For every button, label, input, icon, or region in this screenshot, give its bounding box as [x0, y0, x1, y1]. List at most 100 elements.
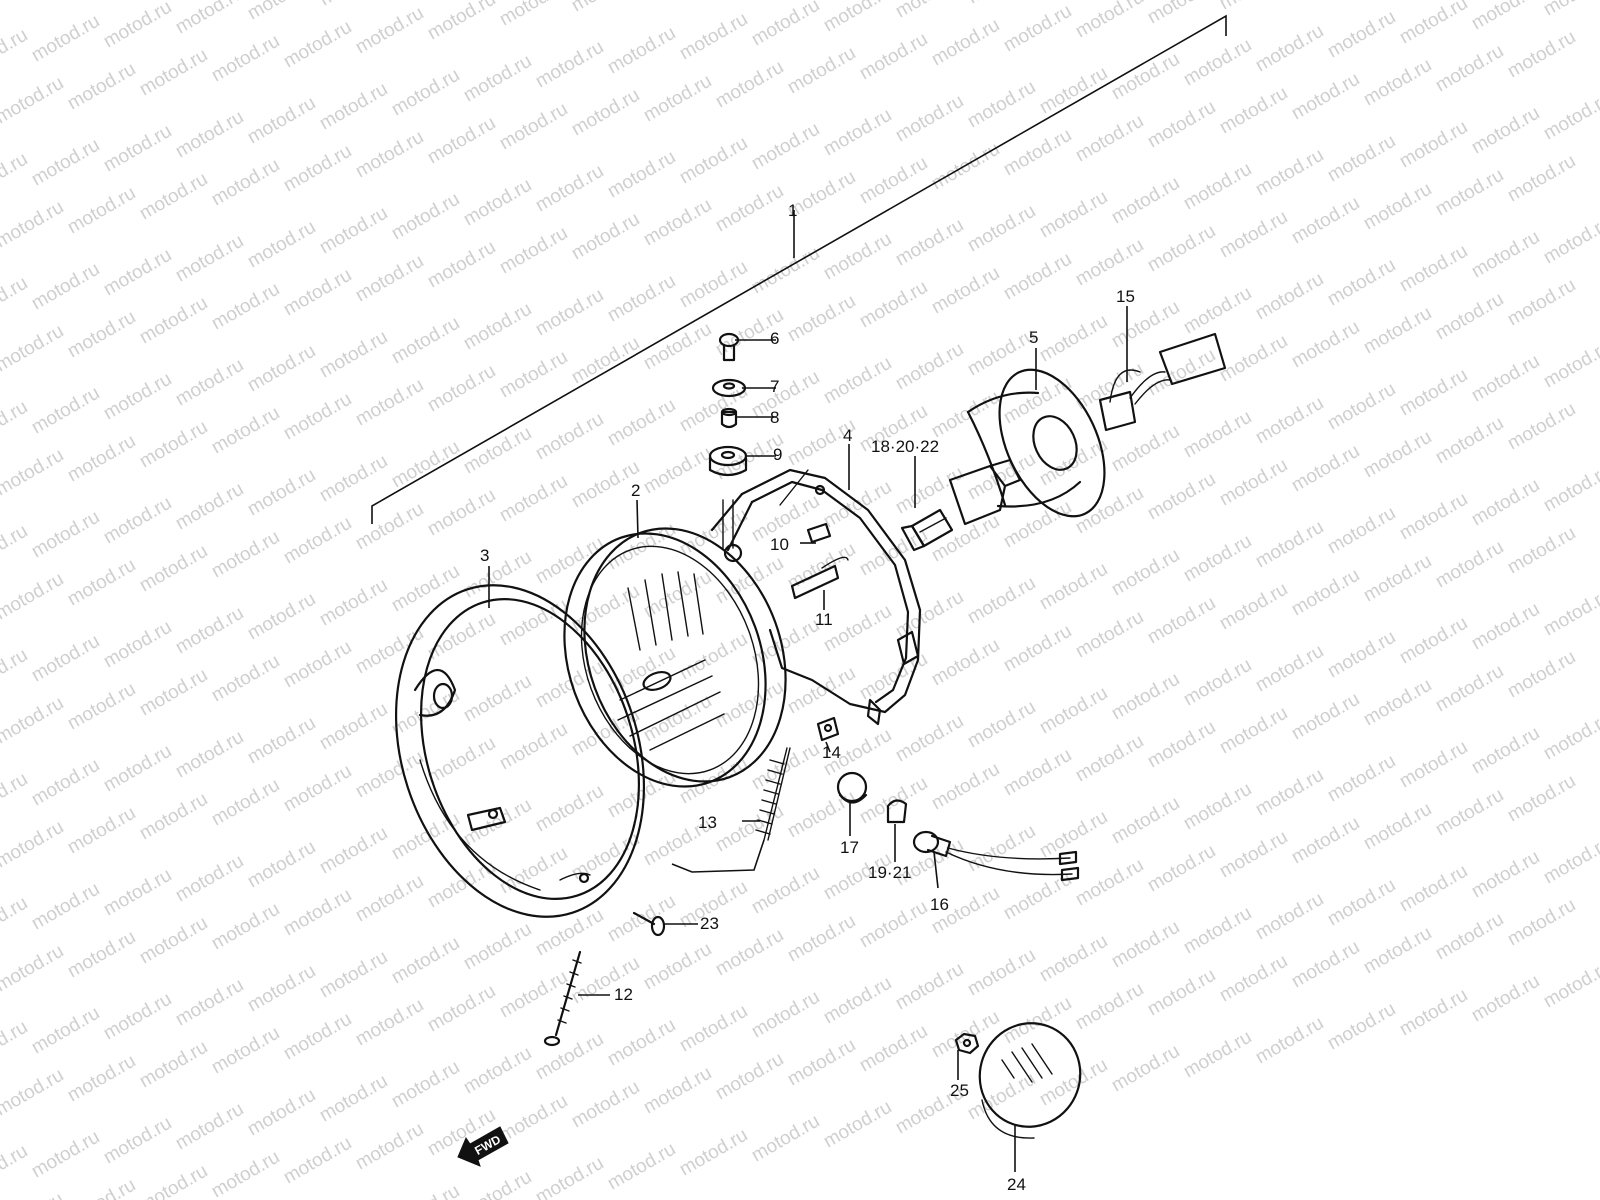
watermark-text: motod.ru	[496, 99, 571, 155]
adjuster-spring	[755, 747, 791, 841]
watermark-text: motod.ru	[28, 507, 103, 563]
watermark-text: motod.ru	[568, 209, 643, 265]
watermark-text: motod.ru	[820, 477, 895, 533]
watermark-text: motod.ru	[460, 1043, 535, 1099]
watermark-text: motod.ru	[244, 465, 319, 521]
watermark-text: motod.ru	[1432, 537, 1507, 593]
watermark-text: motod.ru	[712, 925, 787, 981]
watermark-text: motod.ru	[1252, 765, 1327, 821]
watermark-text: motod.ru	[244, 961, 319, 1017]
watermark-text: motod.ru	[1108, 545, 1183, 601]
watermark-text: motod.ru	[820, 105, 895, 161]
watermark-text: motod.ru	[604, 271, 679, 327]
watermark-text: motod.ru	[280, 265, 355, 321]
watermark-text: motod.ru	[1072, 111, 1147, 167]
watermark-text: motod.ru	[964, 201, 1039, 257]
watermark-text: motod.ru	[1360, 923, 1435, 979]
watermark-text: motod.ru	[0, 817, 67, 873]
headlamp-rim	[394, 584, 646, 918]
watermark-text: motod.ru	[424, 981, 499, 1037]
adjusting-screw	[543, 950, 582, 1047]
watermark-text: motod.ru	[136, 1037, 211, 1093]
watermark-text: motod.ru	[1468, 0, 1543, 34]
watermark-text: motod.ru	[1540, 337, 1600, 393]
watermark-text: motod.ru	[460, 423, 535, 479]
watermark-text: motod.ru	[316, 699, 391, 755]
watermark-text: motod.ru	[928, 635, 1003, 691]
watermark-text: motod.ru	[1036, 931, 1111, 987]
watermark-text: motod.ru	[28, 755, 103, 811]
watermark-text: motod.ru	[532, 781, 607, 837]
watermark-text: motod.ru	[640, 0, 715, 2]
watermark-text: motod.ru	[640, 443, 715, 499]
watermark-text: motod.ru	[604, 147, 679, 203]
watermark-text: motod.ru	[1180, 159, 1255, 215]
watermark-text: motod.ru	[424, 237, 499, 293]
watermark-text: motod.ru	[1252, 21, 1327, 77]
callout-5: 5	[1029, 328, 1038, 347]
watermark-text: motod.ru	[640, 939, 715, 995]
watermark-text: motod.ru	[748, 1111, 823, 1167]
watermark-text: motod.ru	[1216, 827, 1291, 883]
watermark-text: motod.ru	[0, 1065, 67, 1121]
watermark-text: motod.ru	[1180, 283, 1255, 339]
hex-nut	[954, 1032, 980, 1055]
watermark-text: motod.ru	[244, 217, 319, 273]
watermark-text: motod.ru	[352, 251, 427, 307]
watermark-text: motod.ru	[1504, 399, 1579, 455]
watermark-text: motod.ru	[28, 259, 103, 315]
watermark-text: motod.ru	[856, 153, 931, 209]
watermark-text: motod.ru	[460, 795, 535, 851]
watermark-text: motod.ru	[64, 431, 139, 487]
watermark-text: motod.ru	[820, 1097, 895, 1153]
watermark-text: motod.ru	[1540, 709, 1600, 765]
watermark-text: motod.ru	[1036, 311, 1111, 367]
watermark-text: motod.ru	[1432, 909, 1507, 965]
watermark-text: motod.ru	[892, 0, 967, 22]
watermark-text: motod.ru	[1324, 7, 1399, 63]
watermark-text: motod.ru	[532, 285, 607, 341]
watermark-text: motod.ru	[568, 1077, 643, 1133]
watermark-text: motod.ru	[1252, 145, 1327, 201]
watermark-text: motod.ru	[136, 541, 211, 597]
watermark-text: motod.ru	[316, 0, 391, 10]
watermark-text: motod.ru	[1324, 999, 1399, 1055]
watermark-text: motod.ru	[1180, 407, 1255, 463]
watermark-text: motod.ru	[1288, 193, 1363, 249]
callout-4: 4	[843, 426, 852, 445]
watermark-text: motod.ru	[388, 1057, 463, 1113]
watermark-text: motod.ru	[856, 525, 931, 581]
watermark-text: motod.ru	[316, 575, 391, 631]
watermark-text: motod.ru	[100, 245, 175, 301]
watermark-text: motod.ru	[280, 141, 355, 197]
watermark-text: motod.ru	[748, 243, 823, 299]
watermark-text: motod.ru	[1036, 187, 1111, 243]
watermark-text: motod.ru	[496, 719, 571, 775]
watermark-text: motod.ru	[172, 975, 247, 1031]
watermark-text: motod.ru	[28, 631, 103, 687]
watermark-text: motod.ru	[1396, 861, 1471, 917]
watermark-text: motod.ru	[856, 649, 931, 705]
watermark-text: motod.ru	[1396, 737, 1471, 793]
watermark-text: motod.ru	[928, 759, 1003, 815]
watermark-text: motod.ru	[856, 897, 931, 953]
watermark-text: motod.ru	[136, 169, 211, 225]
watermark-text: motod.ru	[1396, 0, 1471, 48]
watermark-text: motod.ru	[1072, 483, 1147, 539]
watermark-text: motod.ru	[64, 679, 139, 735]
collar	[720, 407, 738, 429]
watermark-text: motod.ru	[532, 409, 607, 465]
watermark-text: motod.ru	[1324, 255, 1399, 311]
watermark-text: motod.ru	[928, 139, 1003, 195]
callout-19-21: 19·21	[868, 863, 911, 882]
watermark-text: motod.ru	[244, 341, 319, 397]
headlamp-lens-unit	[563, 527, 787, 788]
watermark-text: motod.ru	[208, 403, 283, 459]
watermark-text: motod.ru	[1216, 455, 1291, 511]
watermark-text: motod.ru	[568, 829, 643, 885]
watermark-text: motod.ru	[100, 0, 175, 52]
watermark-text: motod.ru	[244, 837, 319, 893]
watermark-text: motod.ru	[1144, 97, 1219, 153]
watermark-text: motod.ru	[1324, 627, 1399, 683]
watermark-text: motod.ru	[748, 863, 823, 919]
